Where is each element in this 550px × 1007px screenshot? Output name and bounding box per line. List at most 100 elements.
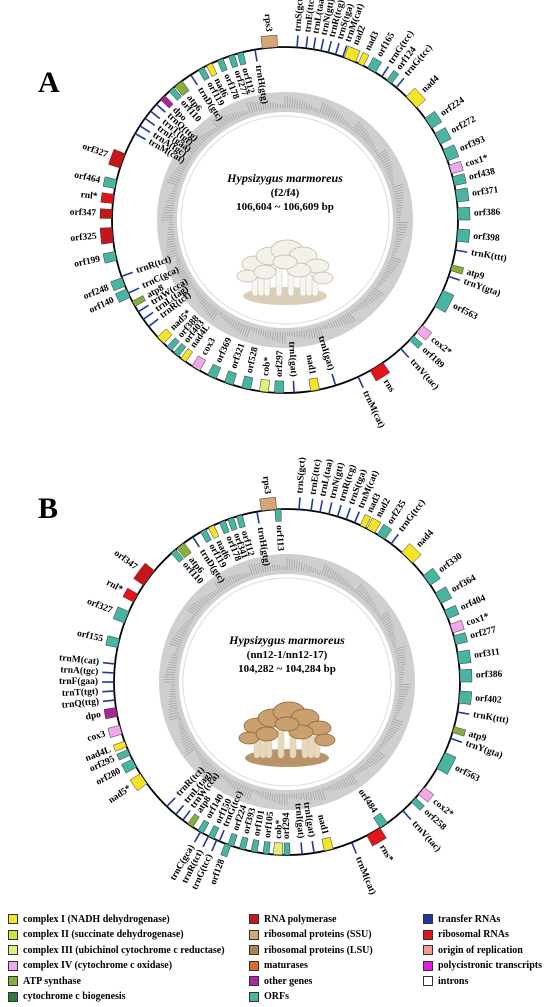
- gene-orf347: orf347: [70, 208, 113, 219]
- gene-orf464: orf464: [73, 171, 118, 189]
- gene-trnk-ttt-: trnK(ttt): [455, 247, 507, 264]
- gc-content-ring: [159, 554, 415, 810]
- legend-label: RNA polymerase: [264, 913, 337, 925]
- panel-letter: A: [38, 66, 60, 99]
- gene-orf563: orf563: [436, 752, 481, 785]
- legend-swatch: [423, 945, 433, 955]
- gene-label: orf347: [70, 208, 97, 219]
- gene-trni-gat-: trnI(gat): [292, 803, 306, 855]
- gene-label: orf563: [453, 764, 481, 785]
- legend-item: ORFs: [249, 990, 289, 1004]
- legend-item: ATP synthase: [8, 974, 81, 988]
- gene-trny-gta-: trnY(gta): [450, 737, 504, 761]
- legend-item: RNA polymerase: [249, 912, 337, 926]
- gene-atp9: atp9: [450, 264, 485, 282]
- gene-label: nad4: [415, 528, 436, 550]
- gene-label: trnI(gat): [316, 335, 337, 372]
- gene-trns-gct-: trnS(gct): [292, 0, 306, 48]
- gene-label: rnl*: [80, 190, 98, 202]
- gene-orf386: orf386: [459, 668, 503, 683]
- legend-swatch: [8, 929, 18, 940]
- gene-label: orf105: [263, 811, 276, 839]
- gene-orf484: orf484: [356, 788, 388, 829]
- gene-label: trnS(gct): [292, 0, 306, 32]
- legend-item: ribosomal RNAs: [423, 928, 509, 942]
- gene-trnf-gaa-: trnF(gaa): [59, 676, 114, 687]
- gene-label: orf386: [476, 670, 503, 681]
- gene-label: trnQ(ttg): [61, 696, 99, 711]
- mushroom-photo: [238, 701, 336, 767]
- gene-label: orf327: [85, 597, 113, 616]
- gene-label: trnE(ttc): [308, 459, 324, 496]
- gene-label: orf402: [475, 694, 502, 706]
- legend-swatch: [8, 945, 18, 955]
- gene-label: trnT(tgt): [62, 686, 99, 699]
- gene-label: orf199: [73, 255, 101, 270]
- gene-label: orf327: [81, 142, 109, 161]
- legend-item: complex IV (cytochrome c oxidase): [8, 959, 172, 973]
- gene-label: trnI(gat): [286, 341, 299, 377]
- legend-swatch: [8, 914, 18, 924]
- gene-orf330: orf330: [422, 551, 464, 586]
- strain-label: (nn12-1/nn12-17): [247, 649, 328, 661]
- strain-label: (f2/f4): [271, 187, 300, 199]
- legend-label: ribosomal RNAs: [438, 929, 509, 940]
- gene-label: orf364: [450, 573, 478, 595]
- gene-orf155: orf155: [76, 629, 120, 648]
- legend-label: transfer RNAs: [438, 913, 501, 925]
- gene-label: trnF(gaa): [59, 676, 98, 687]
- legend-swatch: [423, 914, 433, 924]
- gene-label: orf294: [282, 812, 292, 839]
- legend-label: cytochrome c biogenesis: [23, 991, 126, 1002]
- legend-swatch: [249, 960, 259, 971]
- mushroom-photo: [236, 239, 334, 305]
- gene-orf325: orf325: [70, 227, 114, 245]
- gene-trns-gct-: trnS(gct): [294, 457, 308, 510]
- gene-orf297: orf297: [274, 350, 286, 394]
- gc-content-ring: [157, 92, 413, 348]
- genome-size: 104,282 ~ 104,284 bp: [238, 663, 336, 675]
- gene-label: rnl*: [104, 578, 124, 595]
- legend-item: ribosomal proteins (LSU): [249, 943, 373, 957]
- legend-label: ATP synthase: [23, 975, 81, 987]
- gene-trne-ttc-: trnE(ttc): [302, 0, 318, 49]
- gene-trnm-cat-: trnM(cat): [351, 842, 378, 896]
- gene-orf113: orf113: [274, 508, 285, 552]
- gene-label: nad5*: [107, 784, 133, 806]
- legend-swatch: [249, 976, 259, 986]
- legend-item: complex I (NADH dehydrogenase): [8, 912, 170, 926]
- legend-item: complex III (ubichinol cytochrome c redu…: [8, 943, 225, 957]
- gene-orf398: orf398: [456, 228, 500, 244]
- legend-swatch: [249, 991, 259, 1002]
- legend-item: ribosomal proteins (SSU): [249, 928, 372, 942]
- gene-label: orf438: [468, 167, 496, 183]
- gene-label: trnK(ttt): [470, 247, 507, 264]
- gene-label: nad1: [304, 354, 317, 376]
- gene-label: cox1*: [465, 612, 490, 629]
- legend-swatch: [423, 976, 433, 986]
- gene-rnl-: rnl*: [80, 190, 115, 204]
- gene-label: orf330: [437, 551, 464, 575]
- legend-swatch: [249, 945, 259, 955]
- gene-label: orf393: [458, 135, 486, 154]
- gene-label: rps3: [262, 13, 274, 32]
- legend-label: ribosomal proteins (SSU): [264, 929, 372, 940]
- panel-letter: B: [38, 492, 58, 525]
- gene-label: orf528: [245, 346, 261, 374]
- gene-label: cox3: [86, 729, 107, 744]
- legend-label: polycistronic transcripts: [438, 960, 542, 971]
- legend-label: complex III (ubichinol cytochrome c redu…: [23, 944, 225, 956]
- gene-trny-gta-: trnY(gta): [448, 275, 502, 299]
- legend-item: introns: [423, 974, 468, 988]
- gene-cob-: cob*: [259, 356, 273, 393]
- legend-item: origin of replication: [423, 943, 523, 957]
- gene-label: orf563: [451, 302, 479, 323]
- gene-dpo: dpo: [85, 707, 118, 723]
- gene-nad1: nad1: [304, 354, 320, 392]
- gene-orf311: orf311: [457, 647, 501, 665]
- gene-label: cob*: [274, 819, 285, 839]
- gene-label: atp9: [465, 267, 485, 282]
